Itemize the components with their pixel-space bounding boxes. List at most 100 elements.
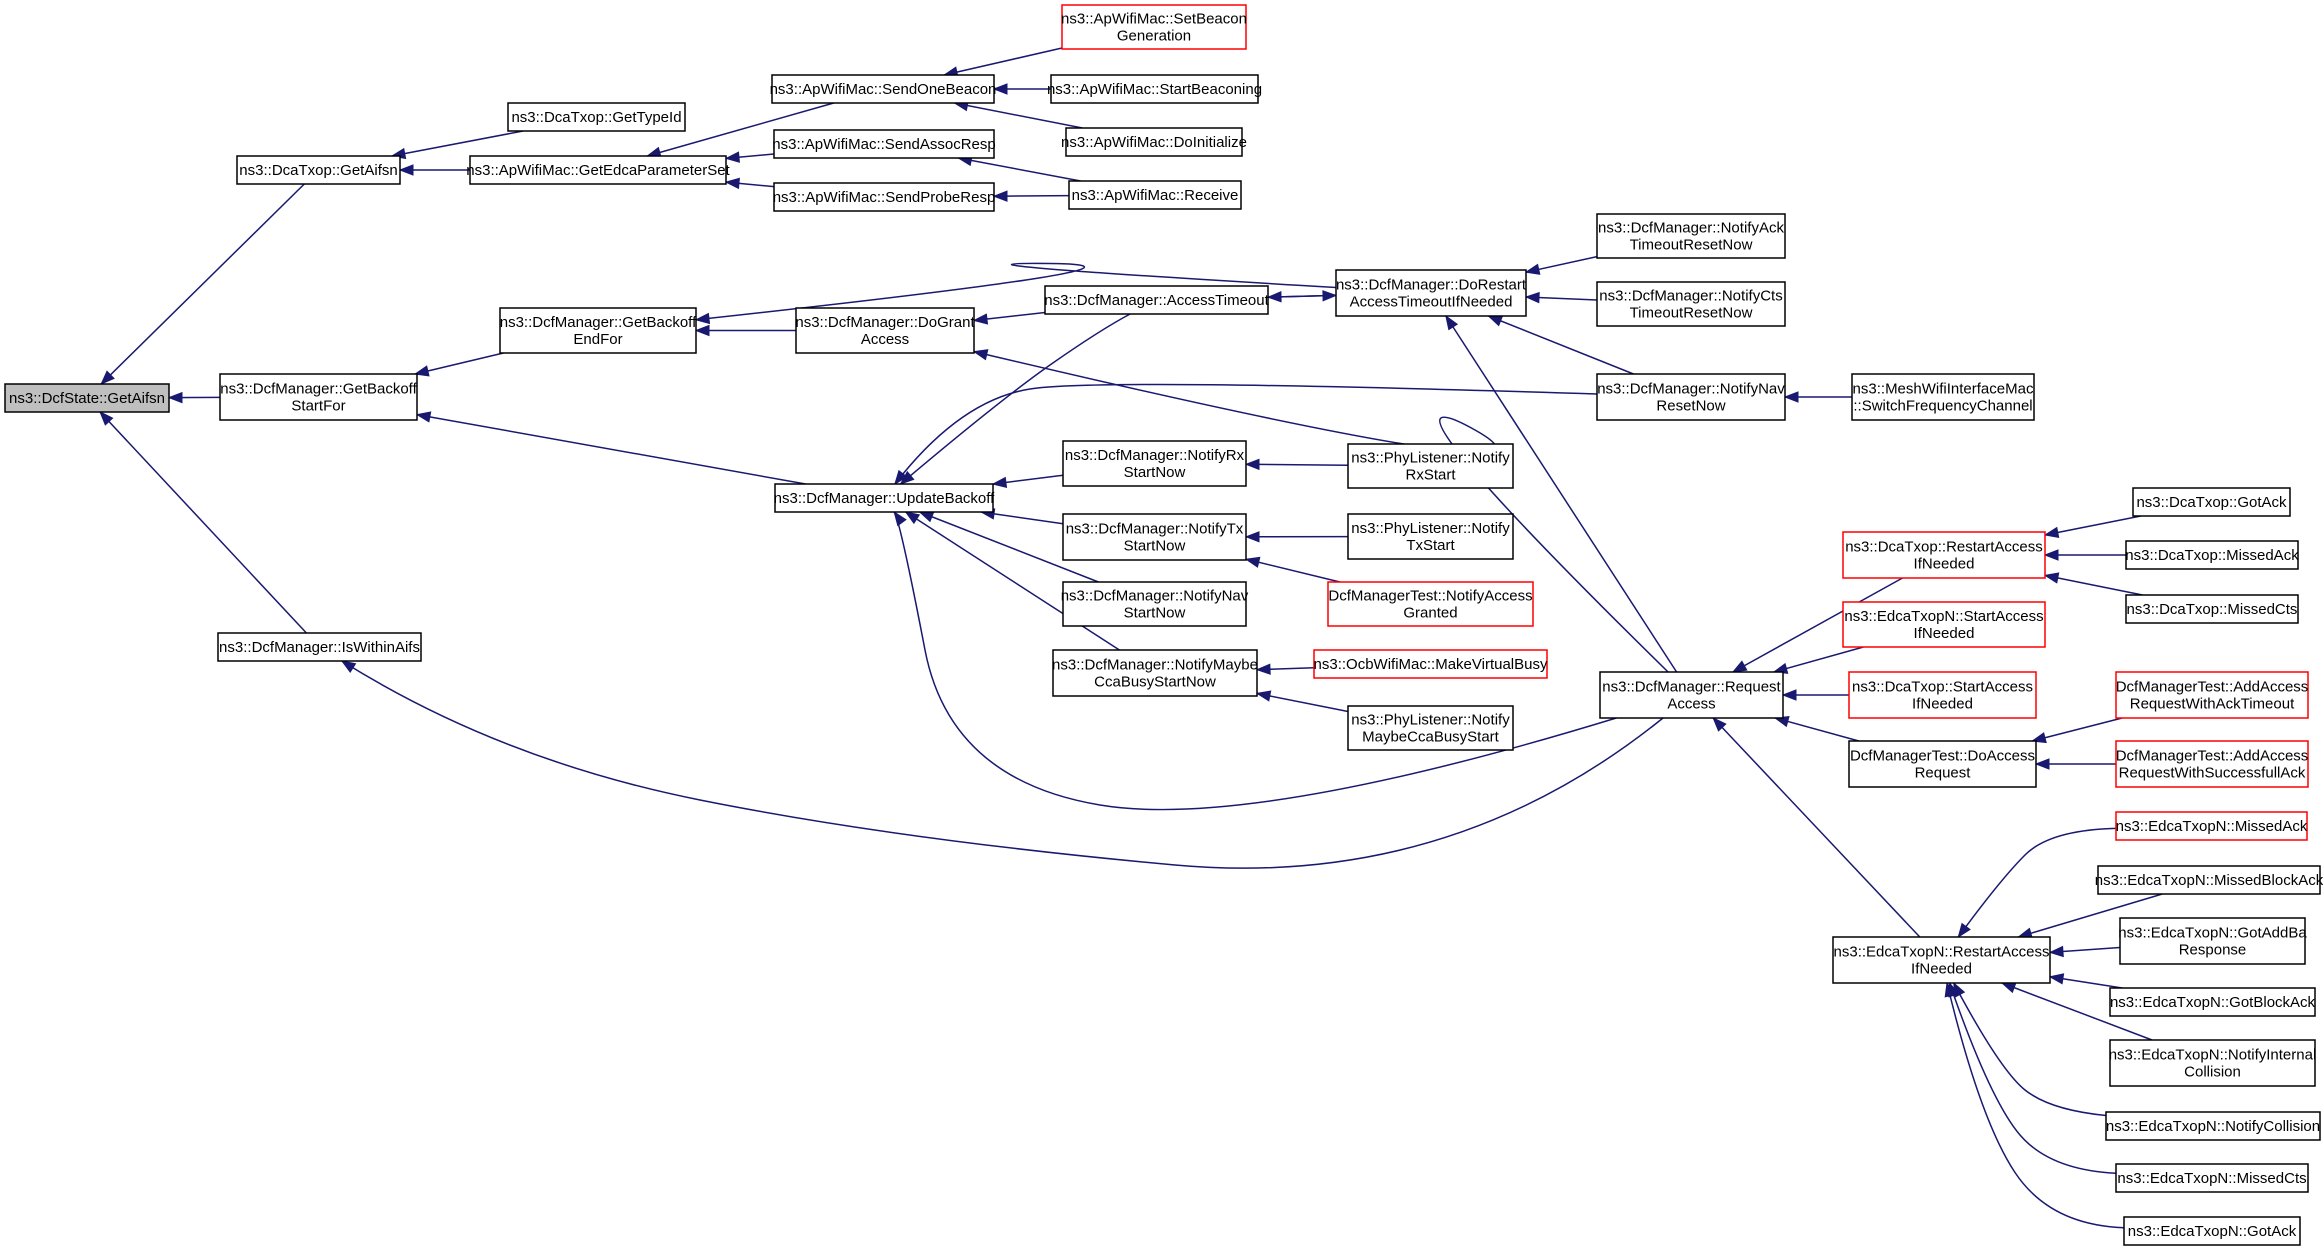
node-label: ns3::DcaTxop::StartAccess — [1852, 679, 2033, 696]
node-dcfmanager-notifycts[interactable]: ns3::DcfManager::NotifyCtsTimeoutResetNo… — [1596, 281, 1786, 327]
edge-apwifimac-doinitialize>apwifimac-sendonebeacon — [954, 102, 1083, 129]
node-box — [1848, 740, 2037, 788]
node-apwifimac-sendonebeacon[interactable]: ns3::ApWifiMac::SendOneBeacon — [770, 74, 997, 104]
node-label: StartNow — [1124, 538, 1186, 555]
node-apwifimac-sendassocresp[interactable]: ns3::ApWifiMac::SendAssocResp — [772, 129, 996, 159]
edge-dcfmanagertest-addaccessackto>dcfmanagertest-doaccessrequest — [2032, 717, 2123, 742]
node-box — [2125, 594, 2299, 624]
node-box — [1068, 180, 1242, 210]
node-dcatxop-missedack[interactable]: ns3::DcaTxop::MissedAck — [2125, 540, 2299, 570]
node-label: DcfManagerTest::DoAccess — [1850, 748, 2035, 765]
node-box — [507, 102, 686, 132]
node-edcatxopn-gotack[interactable]: ns3::EdcaTxopN::GotAck — [2123, 1216, 2301, 1246]
node-apwifimac-startbeaconing[interactable]: ns3::ApWifiMac::StartBeaconing — [1047, 74, 1262, 104]
node-edcatxopn-missedack[interactable]: ns3::EdcaTxopN::MissedAck — [2115, 811, 2308, 841]
node-apwifimac-sendproberesp[interactable]: ns3::ApWifiMac::SendProbeResp — [773, 182, 996, 212]
node-edcatxopn-missedcts[interactable]: ns3::EdcaTxopN::MissedCts — [2115, 1163, 2309, 1193]
arrowhead-dcatxop-gotack>dcatxop-restartaccess — [2043, 526, 2060, 539]
arrowhead-edcatxopn-restartaccess>dcfmanager-requestaccess — [1712, 716, 1727, 732]
node-label: TimeoutResetNow — [1630, 237, 1753, 254]
edge-edcatxopn-notifyinternalcollision>edcatxopn-restartaccess — [2001, 982, 2153, 1041]
node-label: Collision — [2184, 1064, 2241, 1081]
arrowhead-dcfmanager-requestaccess>dcfmanager-dogrant — [972, 349, 989, 361]
arrowhead-dcfmanager-getbackoffstartfor>dcfstate-getaifsn — [167, 391, 183, 404]
node-label: IfNeeded — [1911, 961, 1972, 978]
node-dcfmanager-notifymaybecca[interactable]: ns3::DcfManager::NotifyMaybeCcaBusyStart… — [1052, 649, 1258, 697]
node-label: ns3::DcaTxop::RestartAccess — [1845, 539, 2043, 556]
node-label: ns3::ApWifiMac::DoInitialize — [1061, 134, 1247, 151]
edge-dcfmanager-notifymaybecca>dcfmanager-updatebackoff — [905, 511, 1120, 651]
edge-dcfmanager-requestaccess>dcfmanager-dorestart — [1445, 315, 1678, 673]
node-dcfmanagertest-addaccesssuccess[interactable]: DcfManagerTest::AddAccessRequestWithSucc… — [2115, 740, 2309, 788]
node-apwifimac-getedcaparameterset[interactable]: ns3::ApWifiMac::GetEdcaParameterSet — [466, 155, 731, 185]
node-edcatxopn-notifycollision[interactable]: ns3::EdcaTxopN::NotifyCollision — [2105, 1111, 2321, 1141]
node-box — [773, 129, 995, 159]
node-apwifimac-receive[interactable]: ns3::ApWifiMac::Receive — [1068, 180, 1242, 210]
node-label: ns3::MeshWifiInterfaceMac — [1853, 381, 2034, 398]
edge-dcfmanager-dorestart>dcfmanager-getbackoffendfor — [695, 262, 1337, 321]
node-dcatxop-gettypeid[interactable]: ns3::DcaTxop::GetTypeId — [507, 102, 686, 132]
node-dcfstate-getaifsn[interactable]: ns3::DcfState::GetAifsn — [4, 383, 170, 413]
arrowhead-dcfmanager-iswithinaifs>dcfstate-getaifsn — [99, 410, 114, 426]
node-label: ns3::DcfManager::UpdateBackoff — [774, 490, 996, 507]
node-dcfmanager-updatebackoff[interactable]: ns3::DcfManager::UpdateBackoff — [774, 483, 996, 513]
node-label: ns3::DcfManager::DoRestart — [1336, 277, 1527, 294]
node-label: ns3::DcfManager::NotifyNav — [1061, 588, 1249, 605]
node-dcfmanagertest-addaccessackto[interactable]: DcfManagerTest::AddAccessRequestWithAckT… — [2115, 671, 2309, 719]
node-box — [1061, 4, 1247, 50]
node-edcatxopn-missedblockack[interactable]: ns3::EdcaTxopN::MissedBlockAck — [2095, 865, 2323, 895]
node-dcfmanager-dorestart[interactable]: ns3::DcfManager::DoRestartAccessTimeoutI… — [1335, 269, 1527, 317]
node-dcatxop-gotack[interactable]: ns3::DcaTxop::GotAck — [2132, 487, 2291, 517]
node-box — [2132, 487, 2291, 517]
arrowhead-phylistener-notifymaybecca>dcfmanager-notifymaybecca — [1255, 690, 1272, 702]
arrowhead-dcatxop-getaifsn>dcfstate-getaifsn — [100, 370, 115, 385]
node-box — [771, 74, 995, 104]
node-label: ns3::DcfManager::Request — [1602, 679, 1781, 696]
node-ocbwifimac-makevirtualbusy[interactable]: ns3::OcbWifiMac::MakeVirtualBusy — [1313, 649, 1548, 679]
node-dcatxop-missedcts[interactable]: ns3::DcaTxop::MissedCts — [2125, 594, 2299, 624]
node-dcfmanager-accesstimeout[interactable]: ns3::DcfManager::AccessTimeout — [1044, 285, 1270, 315]
edge-dcatxop-gettypeid>dcatxop-getaifsn — [391, 130, 524, 157]
arrowhead-dcfmanager-requestaccess>dcfmanager-updatebackoff — [893, 510, 907, 527]
node-meshwifiinterfacemac-switch[interactable]: ns3::MeshWifiInterfaceMac::SwitchFrequen… — [1851, 373, 2035, 421]
node-label: ns3::DcfState::GetAifsn — [9, 390, 165, 407]
arrowhead-dcfmanager-accesstimeout>dcfmanager-dorestart — [1322, 290, 1338, 302]
node-apwifimac-doinitialize[interactable]: ns3::ApWifiMac::DoInitialize — [1061, 127, 1247, 157]
node-label: IfNeeded — [1914, 625, 1975, 642]
node-label: ns3::DcfManager::NotifyNav — [1597, 381, 1785, 398]
node-dcatxop-getaifsn[interactable]: ns3::DcaTxop::GetAifsn — [236, 155, 401, 185]
node-box — [1327, 581, 1534, 627]
node-phylistener-notifymaybecca[interactable]: ns3::PhyListener::NotifyMaybeCcaBusyStar… — [1347, 705, 1514, 751]
edge-edcatxopn-missedblockack>edcatxopn-restartaccess — [2018, 893, 2163, 938]
node-box — [1050, 74, 1259, 104]
node-box — [469, 155, 727, 185]
node-dcfmanager-notifyack[interactable]: ns3::DcfManager::NotifyAckTimeoutResetNo… — [1596, 213, 1786, 259]
edge-dcfmanager-requestaccess>dcfmanager-iswithinaifs — [341, 660, 1664, 869]
edge-dcfmanager-notifynavreset>dcfmanager-dorestart — [1488, 315, 1634, 375]
node-dcfmanager-iswithinaifs[interactable]: ns3::DcfManager::IsWithinAifs — [217, 632, 422, 662]
node-edcatxopn-gotblockack[interactable]: ns3::EdcaTxopN::GotBlockAck — [2109, 987, 2316, 1017]
node-label: ns3::ApWifiMac::SendOneBeacon — [770, 81, 997, 98]
node-box — [217, 632, 422, 662]
node-box — [1065, 127, 1243, 157]
node-box — [2105, 1111, 2321, 1141]
